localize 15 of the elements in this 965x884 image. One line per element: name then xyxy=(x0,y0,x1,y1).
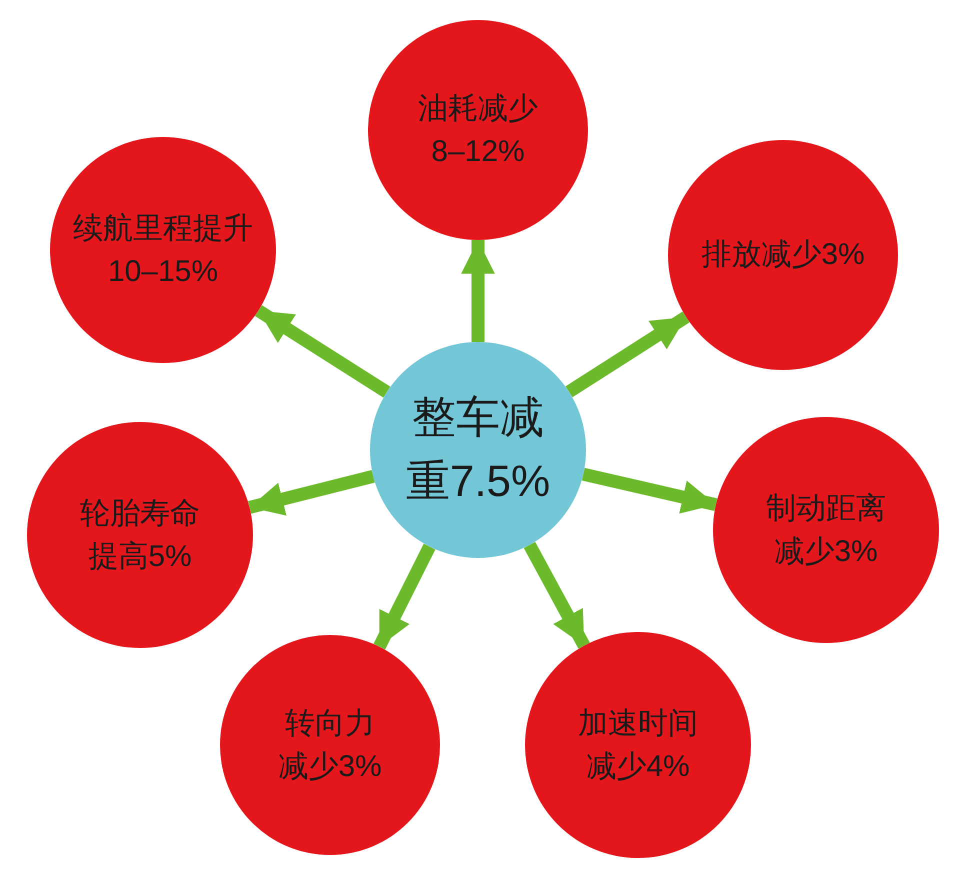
arrow xyxy=(524,542,590,649)
arrow xyxy=(582,468,718,514)
circle-label: 排放减少3% xyxy=(701,237,865,274)
circle-label: 整车减重7.5% xyxy=(406,392,550,508)
circle-label: 转向力减少3% xyxy=(278,706,382,785)
arrow xyxy=(248,470,375,516)
circle-label: 轮胎寿命提高5% xyxy=(80,496,200,575)
circle-label: 油耗减少8–12% xyxy=(418,90,538,170)
circle-label: 续航里程提升10–15% xyxy=(73,210,253,290)
arrow xyxy=(254,305,390,398)
circle-label: 制动距离减少3% xyxy=(766,490,886,570)
circle-label: 加速时间减少4% xyxy=(578,706,698,785)
arrow xyxy=(566,311,690,398)
arrow xyxy=(374,544,436,650)
arrow xyxy=(461,240,495,342)
